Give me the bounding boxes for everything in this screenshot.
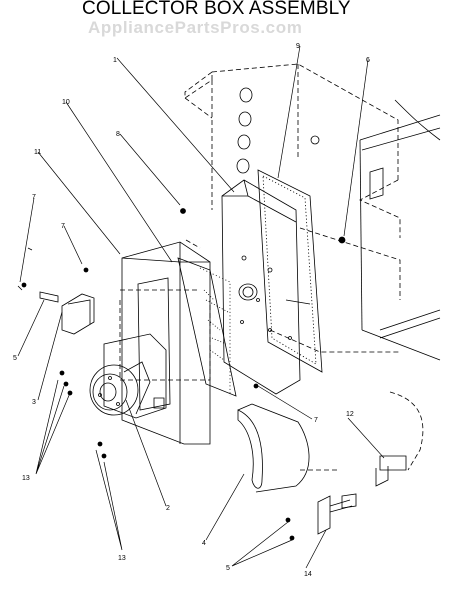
callout-10: 10 <box>62 99 70 106</box>
collector-box <box>221 179 311 395</box>
callout-6: 6 <box>366 57 370 64</box>
pressure-switch <box>17 247 95 335</box>
callout-2: 2 <box>166 505 170 512</box>
callout-7-left: 7 <box>32 194 36 201</box>
callout-13-upper: 13 <box>22 475 30 482</box>
diagram-title: COLLECTOR BOX ASSEMBLY <box>82 0 351 19</box>
port-holes <box>236 87 320 174</box>
callout-12: 12 <box>346 411 354 418</box>
watermark-logo: AppliancePartsPros.com <box>88 18 303 37</box>
cabinet-side-panel <box>359 99 441 361</box>
drain-elbow <box>237 403 310 493</box>
callout-7-right: 7 <box>314 417 318 424</box>
callout-13-lower: 13 <box>118 555 126 562</box>
callout-3: 3 <box>32 399 36 406</box>
leader-lines <box>17 45 385 569</box>
callout-5-left: 5 <box>13 355 17 362</box>
furnace-cabinet-outline <box>119 63 424 471</box>
inducer-motor <box>89 333 167 419</box>
screws <box>21 208 346 541</box>
callout-8: 8 <box>116 131 120 138</box>
collector-box-gasket <box>257 169 323 373</box>
callout-9: 9 <box>296 43 300 50</box>
callout-4: 4 <box>202 540 206 547</box>
igniter-assembly <box>317 493 357 535</box>
callout-1: 1 <box>113 57 117 64</box>
limit-switch-bracket <box>375 455 407 487</box>
callout-11: 11 <box>34 149 41 156</box>
callout-5-bottom: 5 <box>226 565 230 572</box>
callout-labels: 1 9 6 8 10 11 7 7 5 3 13 13 2 4 7 12 5 1… <box>13 43 370 578</box>
blower-housing <box>121 241 211 445</box>
blower-gasket <box>177 257 237 397</box>
callout-7-middle: 7 <box>61 223 65 230</box>
callout-14: 14 <box>304 571 312 578</box>
